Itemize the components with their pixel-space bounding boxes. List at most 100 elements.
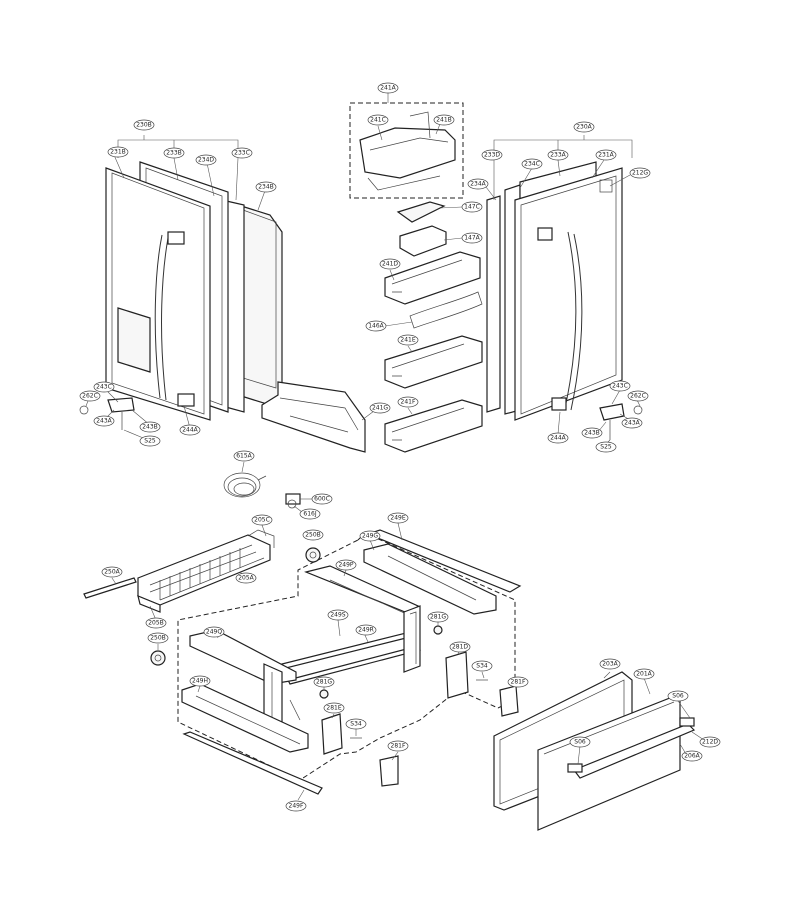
label-146A: 146A: [365, 320, 387, 332]
label-S34-bottom: S34: [345, 718, 367, 730]
svg-text:281F: 281F: [511, 679, 526, 686]
label-281G-top: 281G: [427, 611, 449, 623]
svg-text:205A: 205A: [238, 575, 254, 582]
label-205C: 205C: [251, 514, 273, 526]
svg-text:234C: 234C: [524, 161, 540, 168]
label-281F-right: 281F: [507, 676, 529, 688]
label-249Q: 249Q: [203, 626, 225, 638]
right-door-assembly: [485, 135, 643, 445]
label-234B: 234B: [255, 181, 277, 193]
svg-text:281F: 281F: [391, 743, 406, 750]
svg-text:S34: S34: [350, 721, 362, 728]
svg-text:244A: 244A: [550, 435, 566, 442]
label-262C-right: 262C: [627, 390, 649, 402]
label-230A: 230A: [573, 121, 595, 133]
label-S34-top: S34: [471, 660, 493, 672]
label-249S: 249S: [327, 609, 349, 621]
label-249F: 249F: [285, 800, 307, 812]
label-250B-bottom: 250B: [147, 632, 169, 644]
label-241G: 241G: [369, 402, 391, 414]
svg-text:600C: 600C: [314, 496, 330, 503]
svg-text:243B: 243B: [142, 424, 158, 431]
label-233C-left: 233C: [231, 147, 253, 159]
label-249E: 249E: [387, 512, 409, 524]
drawer-rail-assembly: [177, 522, 522, 801]
label-243C-left: 243C: [93, 381, 115, 393]
label-600C: 600C: [311, 493, 333, 505]
label-249R: 249R: [355, 624, 377, 636]
svg-text:243C: 243C: [96, 384, 112, 391]
label-281D: 281D: [449, 641, 471, 653]
svg-text:147C: 147C: [464, 204, 480, 211]
label-234C: 234C: [521, 158, 543, 170]
svg-text:233B: 233B: [166, 150, 182, 157]
svg-text:249F: 249F: [289, 803, 304, 810]
svg-text:234A: 234A: [470, 181, 486, 188]
label-203A: 203A: [599, 658, 621, 670]
label-233B: 233B: [163, 147, 185, 159]
svg-text:233D: 233D: [484, 152, 500, 159]
svg-text:147A: 147A: [464, 235, 480, 242]
svg-text:281G: 281G: [316, 679, 332, 686]
svg-text:S25: S25: [144, 438, 156, 445]
svg-text:249Q: 249Q: [206, 629, 222, 636]
svg-text:201A: 201A: [636, 671, 652, 678]
svg-text:249S: 249S: [330, 612, 345, 619]
label-244A-right: 244A: [547, 432, 569, 444]
label-262C-left: 262C: [79, 390, 101, 402]
svg-text:234D: 234D: [198, 157, 214, 164]
svg-text:241C: 241C: [370, 117, 386, 124]
svg-text:205B: 205B: [148, 620, 164, 627]
svg-text:244A: 244A: [182, 427, 198, 434]
svg-text:231B: 231B: [110, 149, 126, 156]
svg-text:233A: 233A: [550, 152, 566, 159]
label-205A: 205A: [235, 572, 257, 584]
label-201A: 201A: [633, 668, 655, 680]
part-labels: 230B 231B 233B 234D 233C 234B 243C 262C …: [79, 82, 721, 812]
label-212D: 212D: [699, 736, 721, 748]
svg-text:203A: 203A: [602, 661, 618, 668]
svg-text:615A: 615A: [236, 453, 252, 460]
label-205B: 205B: [145, 617, 167, 629]
svg-text:262C: 262C: [82, 393, 98, 400]
wiring-parts: [223, 461, 321, 563]
freezer-basket-assembly: [83, 524, 275, 666]
label-212G: 212G: [629, 167, 651, 179]
svg-text:249E: 249E: [390, 515, 405, 522]
freezer-door-assembly: [493, 671, 705, 831]
svg-text:249R: 249R: [358, 627, 374, 634]
svg-text:243B: 243B: [584, 430, 600, 437]
svg-text:206A: 206A: [684, 753, 700, 760]
svg-text:243A: 243A: [624, 420, 640, 427]
label-243A-left: 243A: [93, 415, 115, 427]
svg-text:S34: S34: [476, 663, 488, 670]
svg-text:212G: 212G: [632, 170, 648, 177]
svg-text:241A: 241A: [380, 85, 396, 92]
svg-text:250B: 250B: [305, 532, 321, 539]
label-616J: 616J: [299, 508, 321, 520]
label-250A: 250A: [101, 566, 123, 578]
label-234D-left: 234D: [195, 154, 217, 166]
label-244A-left: 244A: [179, 424, 201, 436]
door-bins-assembly: [349, 93, 483, 453]
label-243A-right: 243A: [621, 417, 643, 429]
label-249H: 249H: [189, 675, 211, 687]
label-233A: 233A: [547, 149, 569, 161]
svg-text:243A: 243A: [96, 418, 112, 425]
label-230B: 230B: [133, 119, 155, 131]
svg-text:249H: 249H: [192, 678, 208, 685]
svg-text:230A: 230A: [576, 124, 592, 131]
svg-text:616J: 616J: [303, 511, 316, 518]
label-234A: 234A: [467, 178, 489, 190]
svg-text:230B: 230B: [136, 122, 152, 129]
label-S25-right: S25: [595, 441, 617, 453]
svg-text:262C: 262C: [630, 393, 646, 400]
label-241F: 241F: [397, 396, 419, 408]
svg-text:205C: 205C: [254, 517, 270, 524]
label-249G: 249G: [359, 530, 381, 542]
label-147A: 147A: [461, 232, 483, 244]
label-231B: 231B: [107, 146, 129, 158]
svg-text:S25: S25: [600, 444, 612, 451]
svg-text:146A: 146A: [368, 323, 384, 330]
